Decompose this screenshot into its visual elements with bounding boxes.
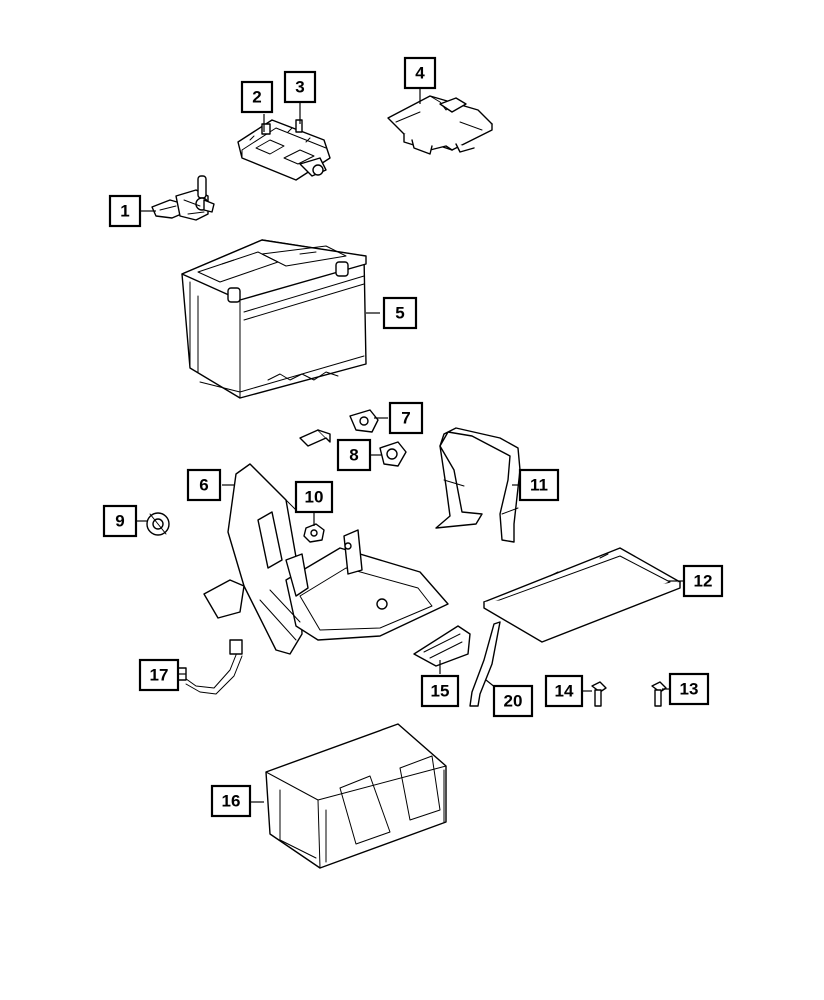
callout-2: 2 [240, 80, 274, 114]
callout-3: 3 [283, 70, 317, 104]
callout-label-3: 3 [295, 78, 304, 97]
callout-label-12: 12 [694, 572, 713, 591]
callout-label-11: 11 [530, 476, 548, 495]
callout-16: 16 [210, 784, 252, 818]
part-nut [303, 523, 325, 543]
part-battery-insulator [265, 723, 447, 869]
callout-8: 8 [336, 438, 372, 472]
part-bolt-14 [591, 681, 607, 707]
callout-9: 9 [102, 504, 138, 538]
callout-1: 1 [108, 194, 142, 228]
callout-label-4: 4 [415, 64, 425, 83]
part-distribution-box [237, 119, 331, 181]
part-screw-13 [651, 681, 667, 707]
part-battery-terminal-clamp [151, 175, 215, 221]
part-bracket [349, 409, 379, 433]
callout-label-6: 6 [199, 476, 208, 495]
callout-13: 13 [668, 672, 710, 706]
part-battery [181, 239, 367, 399]
callout-15: 15 [420, 674, 460, 708]
part-tray [483, 547, 681, 643]
callout-label-10: 10 [305, 488, 324, 507]
leader-lines [136, 88, 684, 803]
part-wiring-harness [175, 639, 243, 695]
callout-label-14: 14 [555, 682, 574, 701]
callout-10: 10 [294, 480, 334, 514]
callout-5: 5 [382, 296, 418, 330]
part-grommet [146, 512, 170, 536]
part-hold-down-strap [435, 427, 521, 543]
callout-label-7: 7 [401, 409, 410, 428]
callout-label-2: 2 [252, 88, 261, 107]
part-connector [299, 429, 331, 447]
callout-label-15: 15 [431, 682, 450, 701]
callout-14: 14 [544, 674, 584, 708]
callout-label-13: 13 [680, 680, 699, 699]
callout-label-17: 17 [150, 666, 169, 685]
callout-label-20: 20 [504, 692, 523, 711]
part-heat-shield [413, 625, 471, 667]
callout-20: 20 [492, 684, 534, 718]
callout-7: 7 [388, 401, 424, 435]
part-battery-tray-support [203, 463, 449, 655]
callout-label-8: 8 [349, 446, 358, 465]
part-vent-tube [469, 621, 501, 707]
callout-label-5: 5 [395, 304, 404, 323]
part-sensor [379, 441, 407, 467]
callout-4: 4 [403, 56, 437, 90]
callout-17: 17 [138, 658, 180, 692]
callout-label-16: 16 [222, 792, 241, 811]
part-fuse-box-cover [387, 95, 493, 155]
callout-label-1: 1 [120, 202, 129, 221]
callout-label-9: 9 [115, 512, 124, 531]
callout-11: 11 [518, 468, 560, 502]
callout-6: 6 [186, 468, 222, 502]
callout-12: 12 [682, 564, 724, 598]
